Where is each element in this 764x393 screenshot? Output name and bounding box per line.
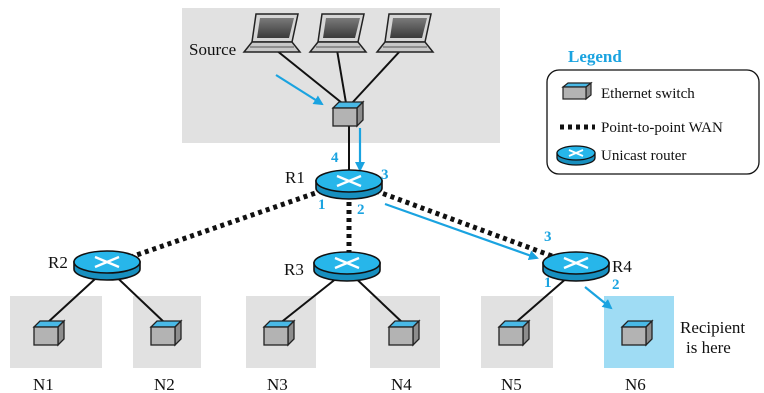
port-r1-2: 2 [357, 202, 365, 218]
router-label-r4: R4 [612, 257, 632, 276]
switch-n2-icon [149, 319, 183, 347]
unicast-router-icon [556, 145, 596, 166]
switch-n6-icon [620, 319, 654, 347]
wan-links [127, 185, 561, 262]
network-label-n4: N4 [391, 375, 412, 393]
network-label-n1: N1 [33, 375, 54, 393]
legend-title: Legend [568, 47, 622, 66]
router-r1-icon [315, 169, 383, 200]
network-label-n2: N2 [154, 375, 175, 393]
router-label-r1: R1 [285, 168, 305, 187]
switch-n1-icon [32, 319, 66, 347]
legend-box [546, 69, 760, 175]
source-switch-icon [331, 100, 365, 128]
recipient-label: Recipient [680, 318, 745, 337]
router-label-r3: R3 [284, 260, 304, 279]
ethernet-switch-icon [561, 81, 593, 101]
switch-n4-icon [387, 319, 421, 347]
laptop-icon [375, 13, 435, 53]
legend-item-unicast-router: Unicast router [601, 148, 686, 164]
packet-path [275, 74, 613, 310]
network-label-n5: N5 [501, 375, 522, 393]
network-label-n3: N3 [267, 375, 288, 393]
router-label-r2: R2 [48, 253, 68, 272]
router-r4-icon [542, 251, 610, 282]
router-r2-icon [73, 250, 141, 281]
switch-n5-icon [497, 319, 531, 347]
recipient-label-line2: is here [686, 338, 731, 357]
laptop-icon [308, 13, 368, 53]
switch-n3-icon [262, 319, 296, 347]
source-label: Source [189, 40, 236, 59]
port-r4-1: 1 [544, 275, 552, 291]
port-r1-1: 1 [318, 197, 326, 213]
network-label-n6: N6 [625, 375, 646, 393]
router-r3-icon [313, 251, 381, 282]
port-r1-4: 4 [331, 150, 339, 166]
legend-item-point-to-point-wan: Point-to-point WAN [601, 120, 723, 136]
port-r1-3: 3 [381, 167, 389, 183]
port-r4-2: 2 [612, 277, 620, 293]
laptop-icon [242, 13, 302, 53]
legend-item-ethernet-switch: Ethernet switch [601, 86, 695, 102]
legend: Legend Ethernet switch Point-to-point WA… [546, 47, 760, 175]
port-r4-3: 3 [544, 229, 552, 245]
